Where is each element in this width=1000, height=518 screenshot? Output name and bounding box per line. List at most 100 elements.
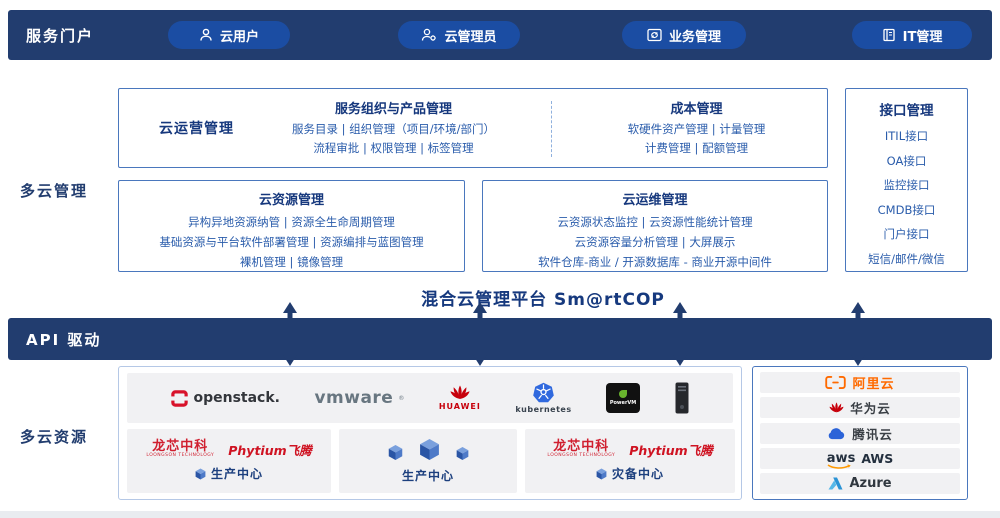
api-band: API 驱动 bbox=[8, 318, 992, 360]
cube-icon bbox=[456, 447, 468, 460]
vmware-logo: vmware ® bbox=[314, 388, 404, 408]
interface-item: ITIL接口 bbox=[884, 129, 929, 143]
box-title: 云资源管理 bbox=[258, 193, 324, 208]
interface-item: OA接口 bbox=[886, 153, 927, 168]
aws-smile-icon bbox=[827, 464, 851, 469]
flow-arrow bbox=[280, 302, 300, 366]
cloud-resource-box: 云资源管理 异构异地资源纳管 | 资源全生命周期管理 基础资源与平台软件部署管理… bbox=[118, 180, 465, 272]
huaweicloud-label: 华为云 bbox=[850, 401, 891, 417]
datacenter-vendor-logos: 龙芯中科 LOONGSON TECHNOLOGY Phytium飞腾 bbox=[146, 440, 311, 459]
cost-group: 成本管理 软硬件资产管理 | 计量管理 计费管理 | 配额管理 bbox=[574, 98, 819, 158]
loongson-logo: 龙芯中科 LOONGSON TECHNOLOGY bbox=[547, 439, 616, 459]
vmware-label: vmware bbox=[314, 388, 394, 408]
cube-icon bbox=[419, 439, 439, 460]
powervm-logo: PowerVM bbox=[606, 383, 641, 413]
box-line: 基础资源与平台软件部署管理 | 资源编排与蓝图管理 bbox=[159, 235, 424, 249]
group-line: 计费管理 | 配额管理 bbox=[644, 141, 749, 155]
platform-title: 混合云管理平台 Sm@rtCOP bbox=[421, 290, 665, 310]
powervm-icon: PowerVM bbox=[606, 383, 641, 413]
interface-item: CMDB接口 bbox=[877, 202, 936, 217]
phytium-logo: Phytium飞腾 bbox=[228, 443, 312, 458]
powervm-label: PowerVM bbox=[609, 400, 637, 406]
aws-label: AWS bbox=[861, 450, 894, 466]
datacenter-box-disaster-recovery: 龙芯中科 LOONGSON TECHNOLOGY Phytium飞腾 灾备中心 bbox=[525, 429, 735, 493]
pill-label: 云管理员 bbox=[444, 29, 497, 45]
it-book-icon bbox=[882, 28, 895, 42]
management-section-label: 多云管理 bbox=[20, 182, 89, 200]
interface-item: 短信/邮件/微信 bbox=[868, 251, 945, 266]
datacenter-box-production-2: 生产中心 bbox=[339, 429, 517, 493]
business-icon bbox=[647, 28, 662, 42]
box-title: 接口管理 bbox=[879, 103, 934, 119]
admin-icon bbox=[422, 28, 437, 41]
portal-pill-it-mgmt[interactable]: IT管理 bbox=[852, 21, 972, 49]
datacenter-label: 灾备中心 bbox=[596, 465, 664, 482]
cloud-row-huaweicloud: 华为云 bbox=[760, 397, 960, 419]
box-title: 云运维管理 bbox=[622, 193, 688, 208]
cloud-row-aliyun: 阿里云 bbox=[760, 372, 960, 393]
kubernetes-logo: kubernetes bbox=[515, 382, 571, 414]
kubernetes-wheel-icon bbox=[533, 382, 554, 403]
tencentcloud-label: 腾讯云 bbox=[852, 426, 893, 442]
group-line: 流程审批 | 权限管理 | 标签管理 bbox=[313, 141, 474, 155]
portal-pill-cloud-admin[interactable]: 云管理员 bbox=[398, 21, 520, 49]
group-title: 成本管理 bbox=[670, 102, 723, 117]
pill-label: 云用户 bbox=[219, 29, 259, 45]
portal-band-label: 服务门户 bbox=[26, 26, 95, 45]
datacenter-label: 生产中心 bbox=[195, 465, 263, 482]
flow-arrow bbox=[470, 302, 490, 366]
portal-pill-business-mgmt[interactable]: 业务管理 bbox=[622, 21, 746, 49]
cloud-row-aws: aws AWS bbox=[760, 447, 960, 469]
user-icon bbox=[200, 28, 212, 41]
powervm-leaf-icon bbox=[619, 390, 628, 398]
cloud-row-tencentcloud: 腾讯云 bbox=[760, 422, 960, 444]
tech-logos-strip: openstack. vmware ® HUAWEI kubernetes Pow… bbox=[127, 373, 733, 423]
aliyun-icon bbox=[825, 376, 847, 389]
huawei-flower-icon bbox=[450, 385, 470, 399]
public-cloud-panel: 阿里云 华为云 腾讯云 aws AWS Azure bbox=[752, 366, 968, 500]
openstack-icon bbox=[171, 389, 189, 407]
cube-icon bbox=[388, 445, 402, 460]
cloud-ops-box: 云运维管理 云资源状态监控 | 云资源性能统计管理 云资源容量分析管理 | 大屏… bbox=[482, 180, 828, 272]
openstack-logo: openstack. bbox=[171, 389, 280, 407]
portal-pill-cloud-user[interactable]: 云用户 bbox=[168, 21, 290, 49]
datacenter-vendor-logos: 龙芯中科 LOONGSON TECHNOLOGY Phytium飞腾 bbox=[547, 440, 712, 459]
loongson-logo: 龙芯中科 LOONGSON TECHNOLOGY bbox=[146, 439, 215, 459]
box-line: 软件仓库-商业 / 开源数据库 - 商业开源中间件 bbox=[538, 255, 772, 269]
group-line: 服务目录 | 组织管理（项目/环境/部门） bbox=[292, 122, 495, 136]
interface-box: 接口管理 ITIL接口 OA接口 监控接口 CMDB接口 门户接口 短信/邮件/… bbox=[845, 88, 968, 272]
cloud-operation-title: 云运营管理 bbox=[159, 121, 234, 137]
azure-label: Azure bbox=[849, 476, 892, 491]
cloud-row-azure: Azure bbox=[760, 473, 960, 494]
datacenter-box-production-1: 龙芯中科 LOONGSON TECHNOLOGY Phytium飞腾 生产中心 bbox=[127, 429, 331, 493]
interface-item: 监控接口 bbox=[883, 178, 930, 192]
huawei-logo: HUAWEI bbox=[439, 385, 481, 411]
cubes-cluster bbox=[388, 438, 469, 461]
flow-arrow bbox=[848, 302, 868, 366]
azure-icon bbox=[828, 477, 843, 490]
api-band-label: API 驱动 bbox=[26, 330, 102, 349]
server-logo bbox=[675, 382, 689, 414]
service-product-group: 服务组织与产品管理 服务目录 | 组织管理（项目/环境/部门） 流程审批 | 权… bbox=[251, 98, 536, 158]
tencent-cloud-icon bbox=[828, 427, 845, 439]
group-line: 软硬件资产管理 | 计量管理 bbox=[627, 122, 766, 136]
vmware-reg-mark: ® bbox=[398, 394, 405, 402]
aliyun-label: 阿里云 bbox=[852, 377, 895, 392]
dashed-divider bbox=[551, 101, 552, 157]
service-portal-band: 服务门户 云用户 云管理员 业务管理 IT管理 bbox=[8, 10, 992, 60]
box-line: 云资源容量分析管理 | 大屏展示 bbox=[574, 235, 736, 249]
huawei-flower-icon bbox=[829, 402, 844, 413]
bottom-edge-strip bbox=[0, 511, 1000, 518]
pill-label: IT管理 bbox=[902, 29, 943, 45]
cube-icon bbox=[195, 468, 206, 479]
interface-item: 门户接口 bbox=[883, 227, 930, 241]
flow-arrow bbox=[670, 302, 690, 366]
datacenter-label: 生产中心 bbox=[401, 469, 454, 483]
openstack-label: openstack. bbox=[193, 390, 280, 406]
kubernetes-label: kubernetes bbox=[515, 405, 572, 414]
box-line: 裸机管理 | 镜像管理 bbox=[239, 255, 344, 269]
huawei-label: HUAWEI bbox=[438, 402, 481, 411]
infrastructure-panel: openstack. vmware ® HUAWEI kubernetes Pow… bbox=[118, 366, 742, 500]
box-line: 异构异地资源纳管 | 资源全生命周期管理 bbox=[188, 215, 395, 229]
